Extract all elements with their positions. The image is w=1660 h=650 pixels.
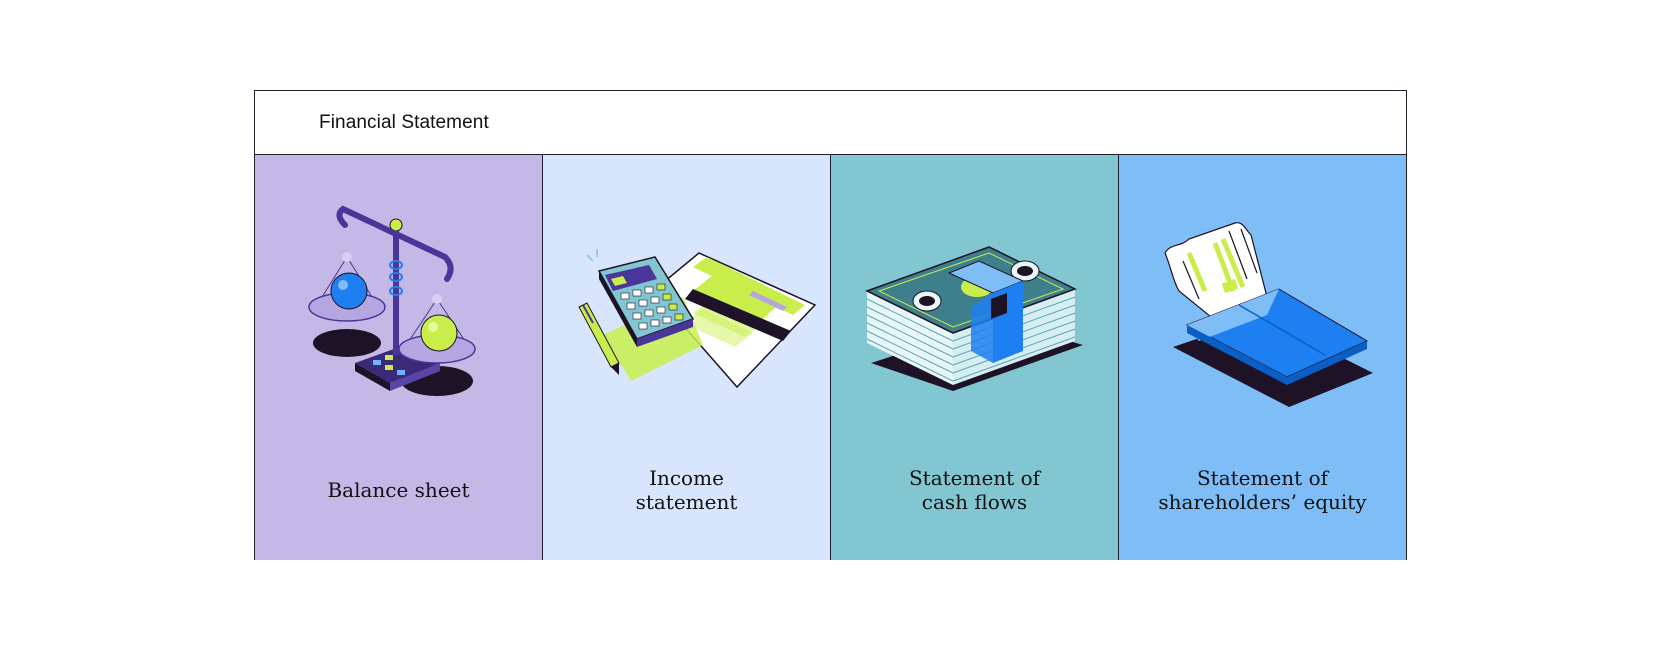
- label-line: shareholders’ equity: [1158, 490, 1367, 514]
- label-line: statement: [635, 490, 738, 514]
- money-stack-icon: [865, 246, 1083, 391]
- panel-label: Balance sheet: [255, 460, 542, 520]
- label-line: cash flows: [921, 490, 1028, 514]
- panel-balance-sheet: Balance sheet: [255, 155, 543, 560]
- panel-shareholders-equity: Statement of shareholders’ equity: [1119, 155, 1406, 560]
- label-line: Income: [649, 466, 724, 490]
- statements-row: Balance sheet: [255, 155, 1406, 560]
- label-line: Statement of: [1196, 466, 1329, 490]
- balance-scale-icon: [308, 205, 476, 396]
- label-line: Balance sheet: [327, 478, 470, 502]
- panel-income-statement: Income statement: [543, 155, 831, 560]
- panel-label: Statement of shareholders’ equity: [1119, 460, 1406, 520]
- panel-label: Statement of cash flows: [831, 460, 1118, 520]
- diagram-header: Financial Statement: [255, 91, 1406, 155]
- diagram-title: Financial Statement: [319, 111, 489, 133]
- financial-statement-diagram: Financial Statement: [254, 90, 1407, 560]
- panel-label: Income statement: [543, 460, 830, 520]
- calculator-icon: [578, 249, 817, 389]
- stock-certificate-envelope-icon: [1164, 222, 1373, 407]
- panel-cash-flows: Statement of cash flows: [831, 155, 1119, 560]
- label-line: Statement of: [908, 466, 1041, 490]
